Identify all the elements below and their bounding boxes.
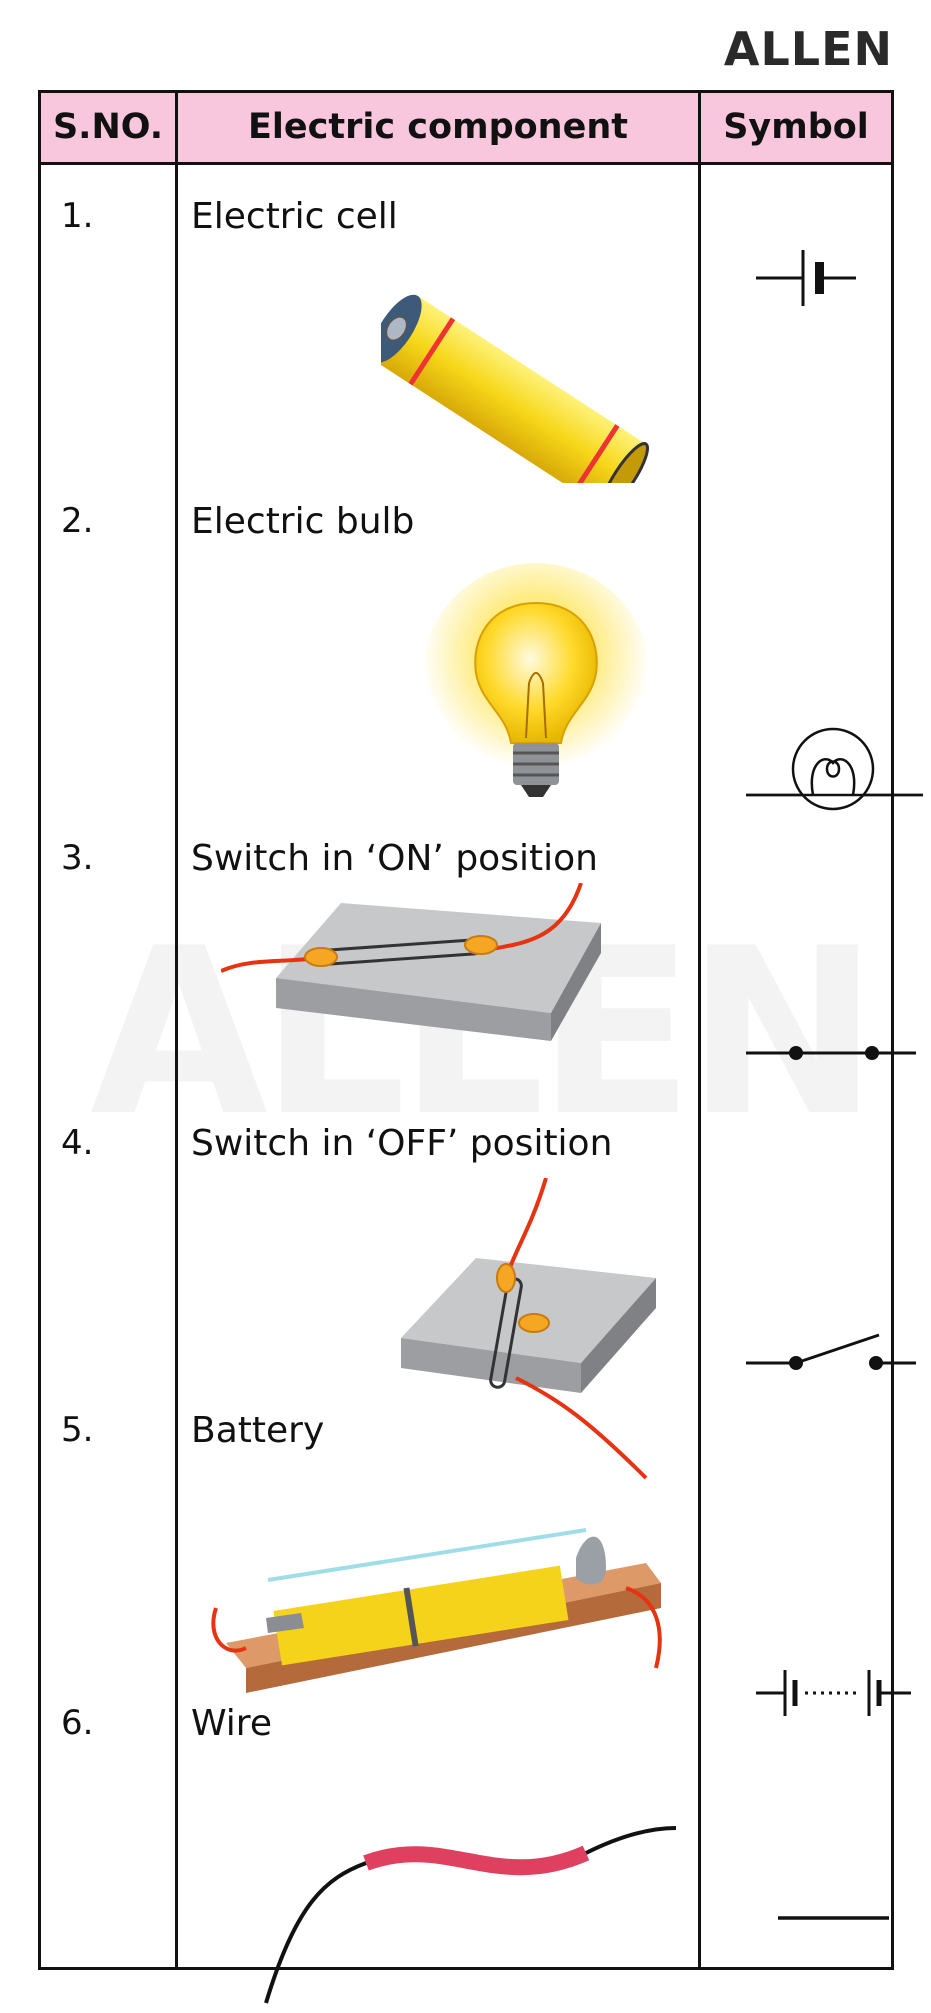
component-name: Wire xyxy=(191,1703,272,1744)
column-divider xyxy=(175,93,178,1967)
components-table: S.NO. Electric component Symbol 1. Elect… xyxy=(38,90,923,2004)
battery-cell-icon xyxy=(381,294,649,483)
switch-off-symbol-icon xyxy=(746,1333,916,1370)
component-name: Electric cell xyxy=(191,196,398,237)
switch-on-icon xyxy=(221,883,601,1041)
table-header: S.NO. Electric component Symbol xyxy=(41,93,891,165)
header-sno: S.NO. xyxy=(52,107,164,147)
cell-symbol-icon xyxy=(756,250,856,306)
component-name: Electric bulb xyxy=(191,501,415,542)
row-number: 1. xyxy=(61,196,94,236)
component-name: Switch in ‘ON’ position xyxy=(191,838,598,879)
row-number: 2. xyxy=(61,501,94,541)
component-name: Switch in ‘OFF’ position xyxy=(191,1123,613,1164)
row-number: 3. xyxy=(61,838,94,878)
light-bulb-icon xyxy=(421,563,651,797)
component-name: Battery xyxy=(191,1410,325,1451)
wire-icon xyxy=(264,1826,676,2004)
switch-on-symbol-icon xyxy=(746,1046,916,1060)
row-number: 4. xyxy=(61,1123,94,1163)
row-number: 5. xyxy=(61,1410,94,1450)
header-component: Electric component xyxy=(248,107,628,147)
allen-logo: ALLEN xyxy=(723,22,893,76)
row-number: 6. xyxy=(61,1703,94,1743)
bulb-symbol-icon xyxy=(746,727,923,811)
header-symbol: Symbol xyxy=(723,107,869,147)
wire-symbol-icon xyxy=(778,1916,889,1920)
switch-off-icon xyxy=(401,1178,656,1480)
battery-symbol-icon xyxy=(756,1670,911,1716)
battery-holder-icon xyxy=(211,1528,662,1693)
column-divider xyxy=(698,93,701,1967)
